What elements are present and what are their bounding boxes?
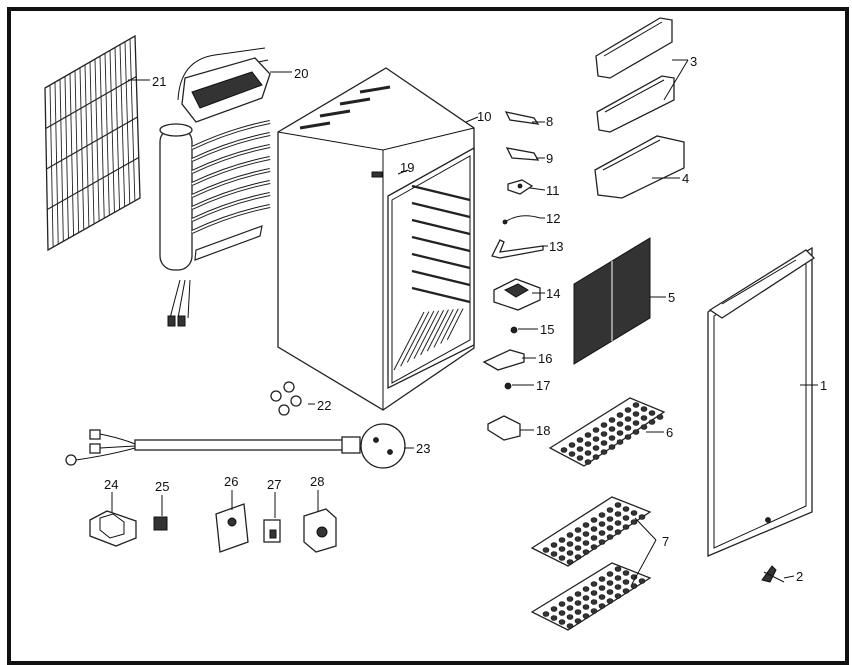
part-27-switch [263, 519, 281, 543]
ice-tray-7b-cells [542, 566, 646, 629]
part-label-8: 8 [546, 114, 553, 129]
ice-tray-7a-cells [542, 502, 646, 565]
ice-trays [530, 397, 666, 631]
part-label-25: 25 [155, 479, 169, 494]
part-label-21: 21 [152, 74, 166, 89]
part-label-17: 17 [536, 378, 550, 393]
part-28-housing [303, 508, 337, 553]
part-label-12: 12 [546, 211, 560, 226]
condenser-grid [44, 34, 141, 252]
part-label-20: 20 [294, 66, 308, 81]
cabinet [277, 67, 475, 411]
door [707, 246, 816, 557]
part-label-2: 2 [796, 569, 803, 584]
ice-tray-6-cells [560, 402, 664, 465]
part-label-23: 23 [416, 441, 430, 456]
part-label-26: 26 [224, 474, 238, 489]
part-label-7: 7 [662, 534, 669, 549]
power-cord [65, 423, 406, 469]
part-label-24: 24 [104, 477, 118, 492]
part-label-27: 27 [267, 477, 281, 492]
leader-lines [111, 59, 818, 585]
part-label-28: 28 [310, 474, 324, 489]
part-label-22: 22 [317, 398, 331, 413]
part-24-bracket [89, 510, 137, 547]
part-label-9: 9 [546, 151, 553, 166]
part-label-16: 16 [538, 351, 552, 366]
part-label-5: 5 [668, 290, 675, 305]
part-label-19: 19 [400, 160, 414, 175]
cooling-unit [159, 47, 271, 327]
small-parts [482, 111, 544, 441]
part-label-6: 6 [666, 425, 673, 440]
evaporator-plate [573, 237, 651, 365]
part-label-13: 13 [549, 239, 563, 254]
part-labels: 21 20 10 19 8 9 11 12 13 14 15 16 17 18 … [104, 54, 827, 584]
part-label-11: 11 [546, 183, 560, 198]
part-label-3: 3 [690, 54, 697, 69]
door-stop [761, 565, 785, 583]
part-26-control-board [215, 503, 249, 553]
part-label-1: 1 [820, 378, 827, 393]
feet [270, 381, 302, 416]
part-label-4: 4 [682, 171, 689, 186]
part-25-clip [153, 516, 168, 531]
part-label-14: 14 [546, 286, 560, 301]
part-label-18: 18 [536, 423, 550, 438]
door-bins [594, 17, 685, 199]
part-label-15: 15 [540, 322, 554, 337]
part-label-10: 10 [477, 109, 491, 124]
